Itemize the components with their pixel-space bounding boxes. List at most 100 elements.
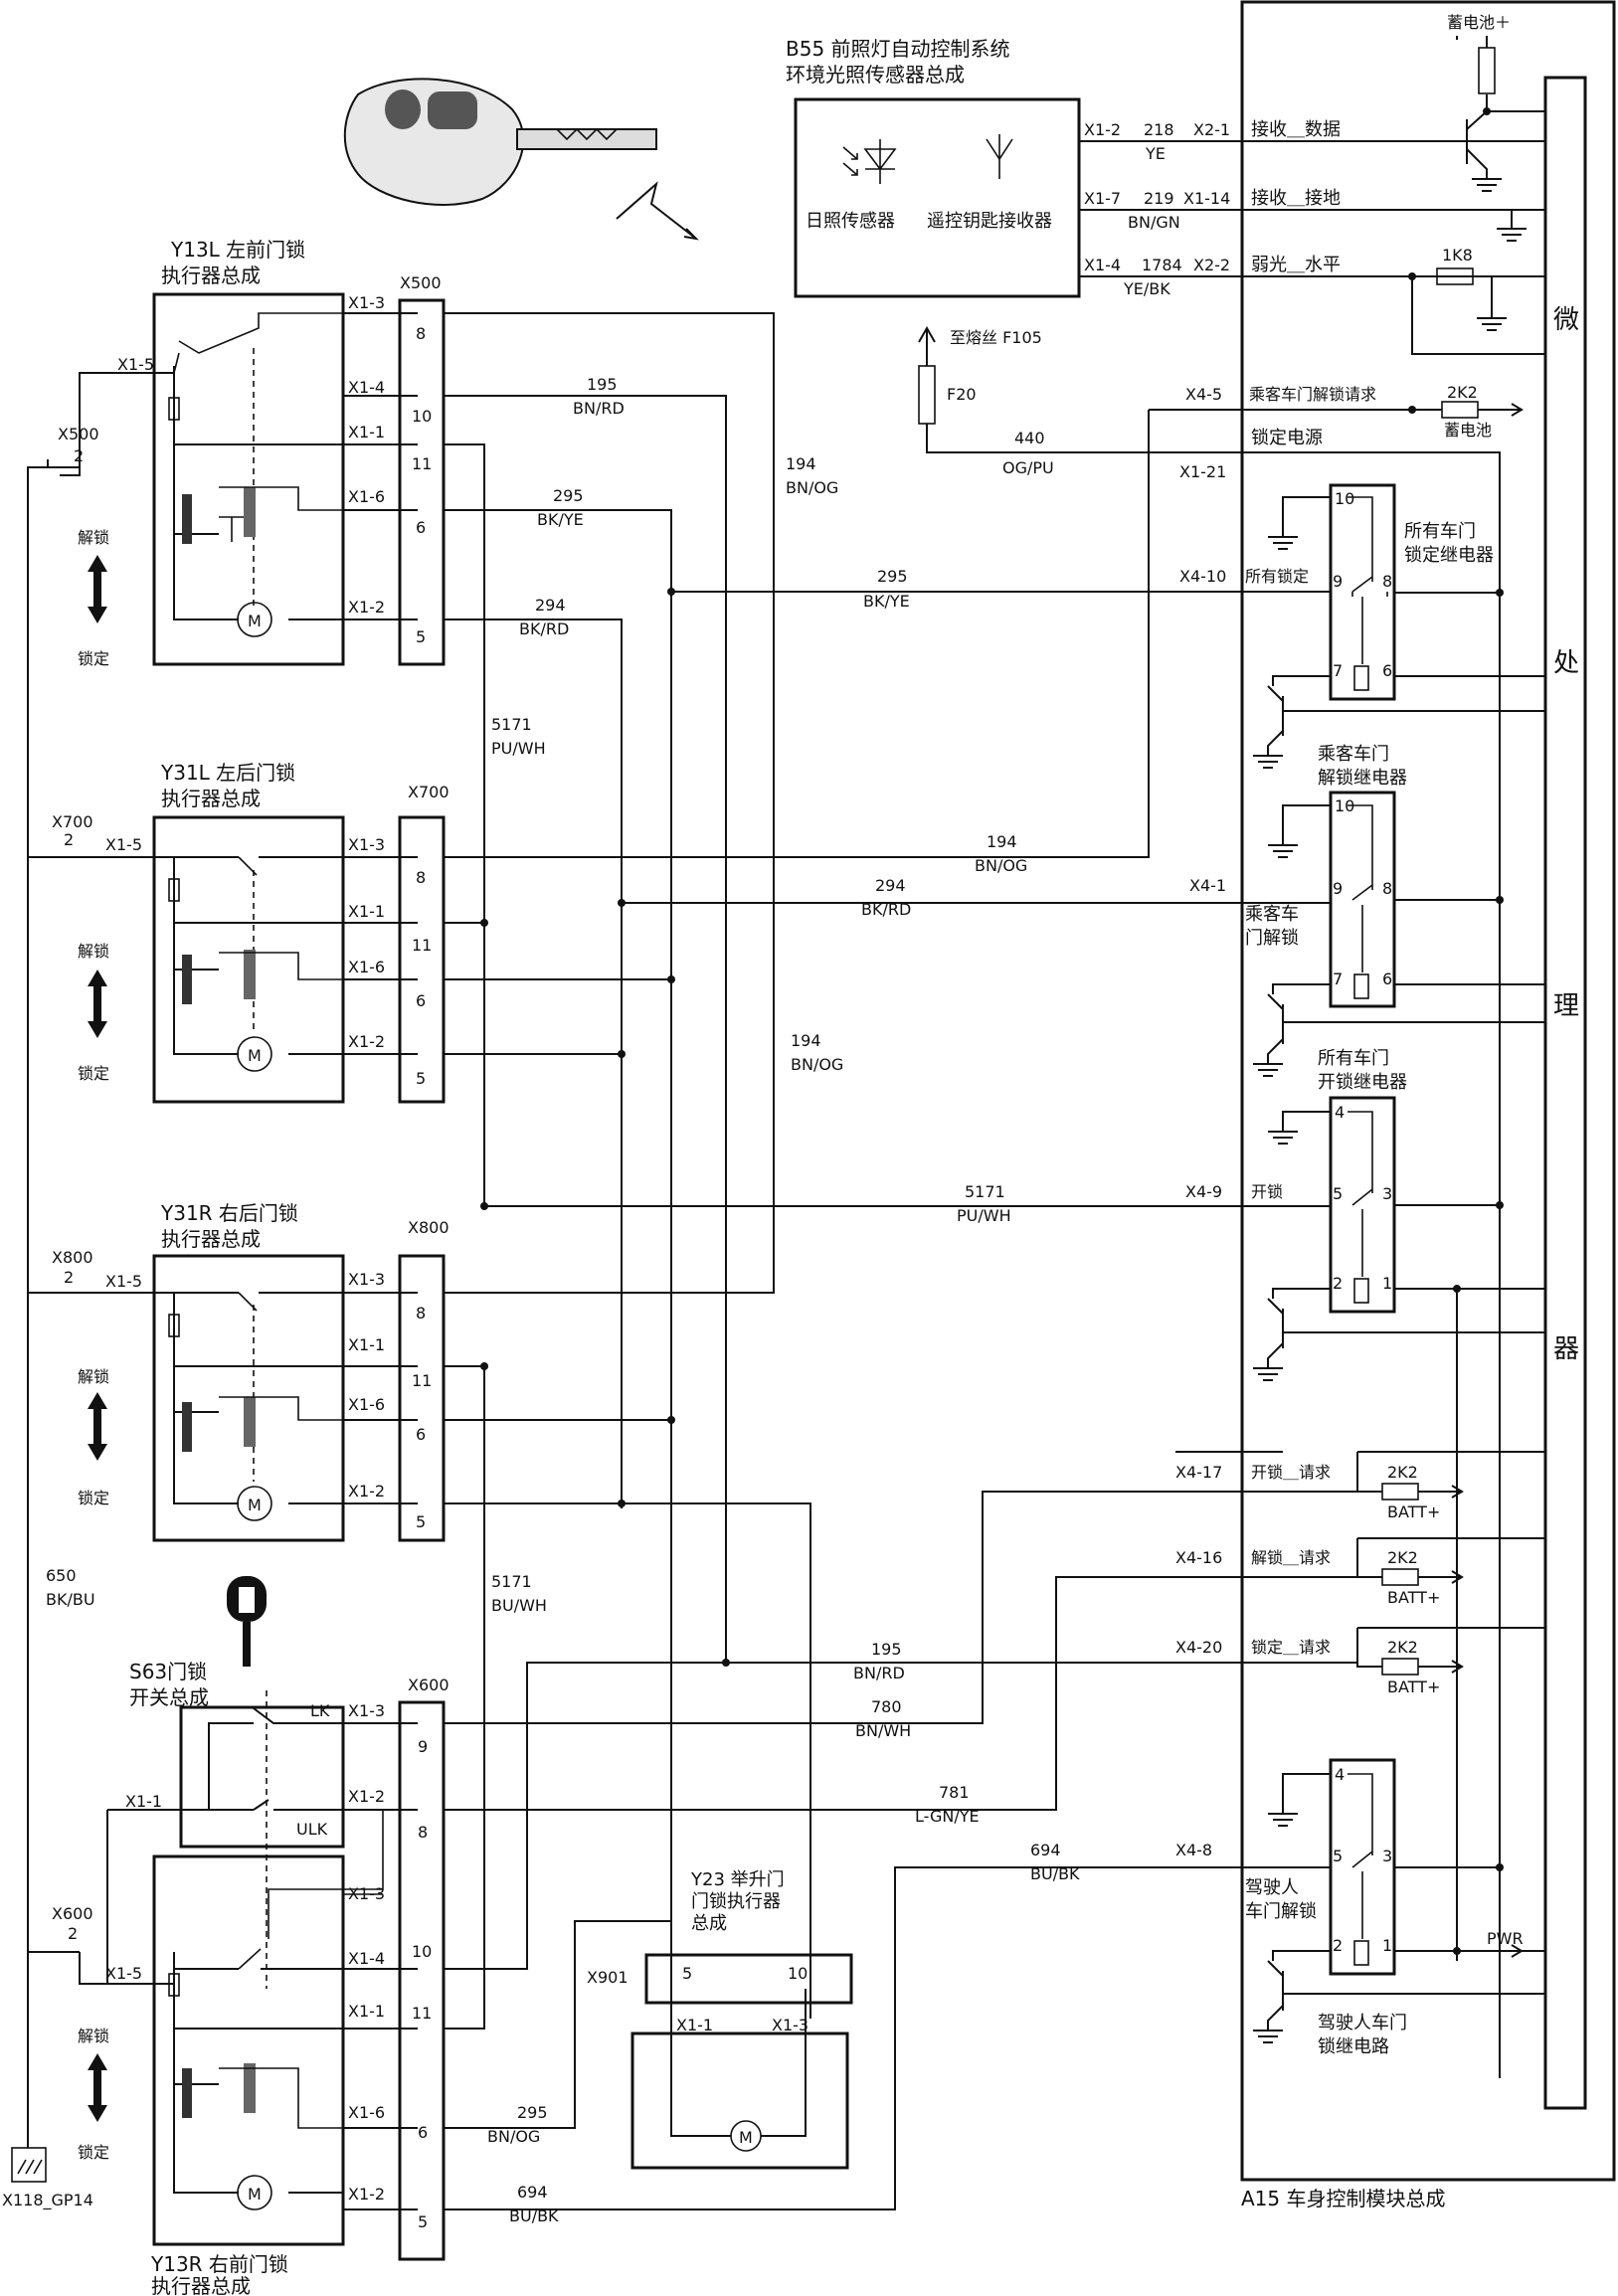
f20-label: F20 — [947, 385, 977, 404]
y13l-x13: X1-3 — [348, 293, 385, 312]
bcm-receiver-circuit: 接收＿数据 接收＿接地 弱光＿水平 蓄电池＋ 1K8 — [1251, 13, 1545, 355]
y23-motor-m: M — [739, 2128, 753, 2147]
s63-title-2: 开关总成 — [129, 1685, 209, 1709]
y13r-actuator: X600 2 X1-5 X1-3 X1-4 X1-1 X1-6 X1-2 M 解… — [28, 1809, 385, 2296]
mcu-char-1: 微 — [1553, 305, 1579, 335]
x800-pin2: 2 — [64, 1268, 74, 1287]
pass-unlock-1: 乘客车 — [1245, 904, 1299, 925]
y31r-x13: X1-3 — [348, 1270, 385, 1289]
y13l-x16: X1-6 — [348, 487, 385, 506]
y23-liftgate-actuator: Y23 举升门 门锁执行器 总成 X901 5 10 X1-1 X1-3 M — [587, 1869, 853, 2170]
wire-780-num: 780 — [871, 1697, 902, 1716]
y31l-x11: X1-1 — [348, 902, 385, 921]
unlock-txt-label: 开锁 — [1251, 1182, 1283, 1201]
x700-p8: 8 — [416, 868, 426, 887]
lock-power-circuit: 至熔丝 F105 F20 440 OG/PU 锁定电源 X1-21 X4-5 乘… — [918, 325, 1524, 2078]
b55-title-1: B55 前照灯自动控制系统 — [786, 37, 1010, 61]
relay-drivers: PWR — [1253, 36, 1545, 2043]
pullup-resistor — [1478, 47, 1496, 94]
relay-passenger-unlock: 10 9 8 7 6 乘客车门 解锁继电器 — [1318, 744, 1407, 1008]
x600-label: X600 — [408, 1676, 449, 1694]
rx-data-label: 接收＿数据 — [1251, 119, 1341, 140]
s63-title-1: S63门锁 — [129, 1660, 207, 1683]
res-2k2-c — [1381, 1568, 1419, 1586]
x500-pin-label: X500 — [58, 425, 99, 443]
y31r-unlock-label: 解锁 — [78, 1367, 109, 1386]
x500-connector: X500 X1-3 X1-4 X1-1 X1-6 X1-2 8 10 11 6 … — [343, 273, 775, 1979]
y13l-x11: X1-1 — [348, 423, 385, 442]
pin-x48: X4-8 — [1175, 1841, 1212, 1859]
wire-781-num: 781 — [939, 1783, 970, 1802]
y31l-unlock-label: 解锁 — [78, 942, 109, 961]
relay1-pin8: 8 — [1382, 572, 1392, 591]
y23-title-3: 总成 — [691, 1913, 727, 1934]
y31l-title-1: Y31L 左后门锁 — [160, 761, 295, 785]
wire-194-b-num: 194 — [987, 832, 1017, 851]
rx-gnd-label: 接收＿接地 — [1251, 188, 1341, 209]
relay4-pin1: 1 — [1382, 1936, 1392, 1955]
microprocessor-box — [1543, 76, 1587, 2110]
res-2k2-d-label: 2K2 — [1387, 1638, 1418, 1657]
x600-p5: 5 — [418, 2212, 428, 2231]
ground-point-x118 — [11, 2147, 47, 2183]
s63-switch: S63门锁 开关总成 LK ULK X1-1 — [106, 1576, 345, 1989]
batt-label-3: BATT+ — [1387, 1678, 1440, 1696]
relay2-pin6: 6 — [1382, 970, 1392, 988]
res-2k2-b-label: 2K2 — [1387, 1463, 1418, 1482]
wire-1784-num: 1784 — [1142, 256, 1182, 274]
relay3-pin4: 4 — [1335, 1103, 1345, 1122]
y13l-title-2: 执行器总成 — [161, 264, 261, 287]
y31r-x16: X1-6 — [348, 1395, 385, 1414]
y13l-lock-label: 锁定 — [78, 649, 109, 668]
b55-sensor-assembly: B55 前照灯自动控制系统 环境光照传感器总成 日照传感器 遥控钥匙接收器 X1… — [786, 37, 1545, 298]
y13r-x13: X1-3 — [348, 1884, 385, 1903]
x600-pin2: 2 — [68, 1924, 78, 1943]
pin-x417: X4-17 — [1175, 1463, 1222, 1482]
all-lock-label: 所有锁定 — [1245, 567, 1309, 586]
bcm-box — [1240, 0, 1616, 2182]
wire-295-main-color: BK/YE — [863, 592, 910, 611]
relay3-pin3: 3 — [1382, 1184, 1392, 1203]
b55-box — [794, 97, 1081, 298]
b55-receiver-label: 遥控钥匙接收器 — [927, 211, 1052, 232]
y13l-lock-arrow-icon — [88, 555, 107, 623]
x800-p8: 8 — [416, 1304, 426, 1323]
x600-p9: 9 — [418, 1737, 428, 1756]
y13l-unlock-label: 解锁 — [78, 528, 109, 547]
x500-p8: 8 — [416, 324, 426, 343]
x600-p6: 6 — [418, 2123, 428, 2142]
res-1k8-label: 1K8 — [1442, 246, 1473, 265]
x700-p6: 6 — [416, 991, 426, 1010]
y23-p5: 5 — [682, 1964, 692, 1983]
wire-295-b-color: BN/OG — [487, 2127, 540, 2146]
res-2k2-a-label: 2K2 — [1447, 383, 1478, 402]
photodiode-icon — [842, 139, 897, 184]
x800-connector: X800 X1-3 X1-1 X1-6 X1-2 8 11 6 5 — [343, 1218, 811, 2019]
y23-title-1: Y23 举升门 — [690, 1869, 785, 1890]
relay4-pin4: 4 — [1335, 1765, 1345, 1784]
wire-5171-c-color: BU/WH — [491, 1596, 547, 1615]
relay-driver-unlock: 4 5 3 2 1 驾驶人 车门解锁 驾驶人车门 锁继电路 — [1245, 1758, 1407, 2057]
x500-p5: 5 — [416, 627, 426, 646]
y31l-x12: X1-2 — [348, 1032, 385, 1051]
wire-295-a-color: BK/YE — [537, 510, 584, 529]
bcm-title: A15 车身控制模块总成 — [1241, 2187, 1446, 2210]
x600-connector: X600 X1-3 X1-2 9 8 10 11 6 5 195 BN/RD 7… — [343, 1366, 1357, 2261]
wire-194-c-color: BN/OG — [791, 1055, 843, 1074]
relay1-pin10: 10 — [1335, 489, 1354, 508]
y31l-actuator: Y31L 左后门锁 执行器总成 X700 2 X1-5 M 解锁 锁定 — [28, 761, 345, 1104]
y13r-x16: X1-6 — [348, 2103, 385, 2122]
relay1-title-2: 锁定继电器 — [1404, 545, 1494, 566]
y31l-lock-label: 锁定 — [78, 1064, 109, 1083]
battery-label: 蓄电池 — [1444, 421, 1492, 440]
x700-connector: X700 X1-3 X1-1 X1-6 X1-2 8 11 6 5 — [343, 410, 1331, 1104]
driver-unlock-2: 车门解锁 — [1245, 1901, 1317, 1922]
wire-5171-b-num: 5171 — [965, 1182, 1005, 1201]
mcu-char-2: 处 — [1553, 648, 1579, 678]
relay1-pin7: 7 — [1333, 661, 1343, 680]
wire-5171-a-num: 5171 — [491, 715, 532, 734]
x700-pin-label: X700 — [52, 812, 93, 831]
ground-bus: X118_GP14 650 BK/BU — [2, 475, 95, 2210]
wire-694-a-color: BU/BK — [1030, 1864, 1080, 1883]
